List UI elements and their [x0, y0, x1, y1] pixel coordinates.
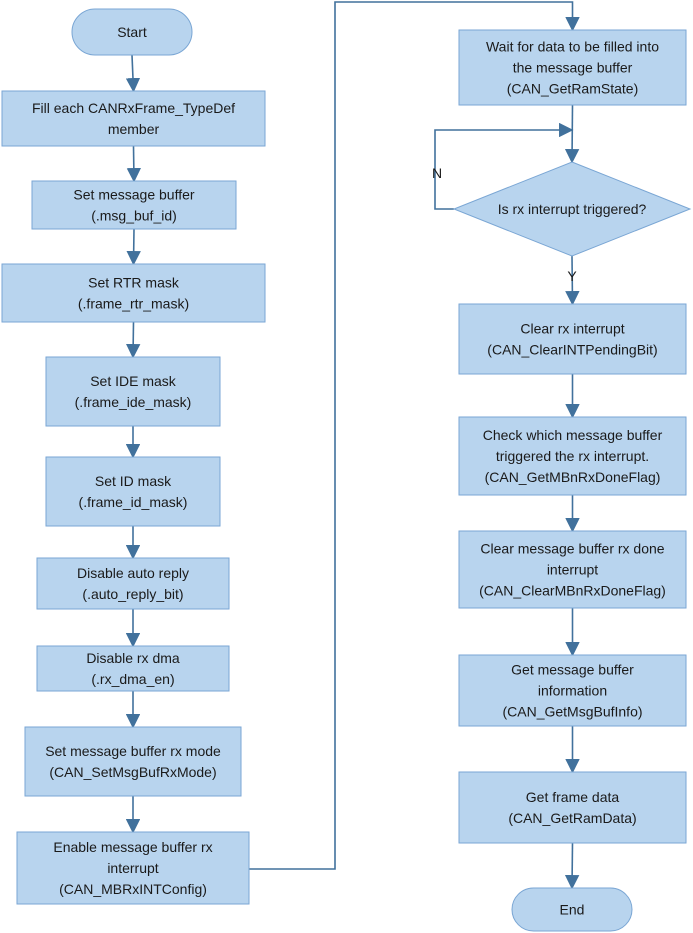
node-label: (CAN_GetRamData)	[508, 810, 636, 826]
terminal-shape	[511, 887, 633, 932]
node-rx-int-decision: Is rx interrupt triggered?	[452, 161, 692, 257]
edge-rx-int-decision-to-rx-int-decision	[434, 122, 574, 210]
node-label: information	[538, 683, 607, 699]
node-label: (CAN_GetMsgBufInfo)	[502, 704, 642, 720]
node-label: (.frame_ide_mask)	[75, 394, 192, 410]
node-label: triggered the rx interrupt.	[496, 448, 649, 464]
node-label: Disable auto reply	[77, 565, 189, 581]
node-label: Wait for data to be filled into	[486, 39, 659, 55]
node-label: (.frame_id_mask)	[79, 494, 188, 510]
node-wait-data: Wait for data to be filled into the messa…	[458, 29, 687, 106]
process-shape	[458, 303, 687, 375]
node-set-msg-buf: Set message buffer (.msg_buf_id)	[31, 180, 237, 230]
process-shape	[16, 831, 250, 905]
edge-set-rtr-mask-to-set-ide-mask	[125, 321, 141, 359]
edges-layer: NY	[125, 1, 580, 890]
node-label: the message buffer	[513, 60, 633, 76]
process-shape	[45, 356, 221, 427]
node-label: Start	[117, 24, 147, 40]
decision-shape	[452, 161, 692, 257]
node-label: (.rx_dma_en)	[91, 671, 174, 687]
node-label: Set message buffer	[73, 187, 194, 203]
node-label: Set RTR mask	[88, 275, 180, 291]
node-label: Get frame data	[526, 789, 620, 805]
node-end: End	[511, 887, 633, 932]
node-label: Disable rx dma	[86, 650, 180, 666]
node-label: Set message buffer rx mode	[45, 743, 221, 759]
edge-wait-data-to-rx-int-decision	[564, 104, 580, 164]
node-disable-auto-reply: Disable auto reply (.auto_reply_bit)	[36, 557, 230, 610]
node-label: Enable message buffer rx	[53, 839, 212, 855]
process-shape	[1, 263, 266, 323]
node-set-rx-mode: Set message buffer rx mode (CAN_SetMsgBuf…	[24, 726, 242, 797]
node-set-ide-mask: Set IDE mask (.frame_ide_mask)	[45, 356, 221, 427]
process-shape	[1, 90, 266, 147]
node-clear-done-int: Clear message buffer rx done interrupt (CA…	[458, 530, 687, 609]
process-shape	[36, 557, 230, 610]
node-get-buf-info: Get message buffer information (CAN_GetMsg…	[458, 654, 687, 727]
node-get-frame-data: Get frame data (CAN_GetRamData)	[458, 771, 687, 844]
node-label: Set IDE mask	[90, 373, 177, 389]
node-label: (.msg_buf_id)	[91, 208, 177, 224]
node-start: Start	[71, 8, 193, 56]
terminal-shape	[71, 8, 193, 56]
node-label: (CAN_GetMBnRxDoneFlag)	[485, 469, 661, 485]
node-label: member	[108, 121, 160, 137]
process-shape	[458, 29, 687, 106]
edge-enable-rx-int-to-wait-data	[249, 1, 580, 870]
node-label: Get message buffer	[511, 662, 634, 678]
node-label: interrupt	[547, 562, 598, 578]
process-shape	[458, 654, 687, 727]
node-label: (CAN_ClearINTPendingBit)	[487, 342, 657, 358]
node-label: End	[560, 902, 585, 918]
process-shape	[36, 645, 230, 692]
edge-start-to-fill-members	[125, 54, 141, 93]
process-shape	[458, 416, 687, 496]
node-label: (CAN_MBRxINTConfig)	[59, 881, 207, 897]
edge-label-Y: Y	[567, 268, 577, 284]
node-label: Set ID mask	[95, 473, 172, 489]
edge-fill-members-to-set-msg-buf	[126, 145, 142, 183]
node-label: interrupt	[107, 860, 158, 876]
node-set-rtr-mask: Set RTR mask (.frame_rtr_mask)	[1, 263, 266, 323]
node-label: Check which message buffer	[483, 427, 663, 443]
node-enable-rx-int: Enable message buffer rx interrupt (CAN_MB…	[16, 831, 250, 905]
node-disable-rx-dma: Disable rx dma (.rx_dma_en)	[36, 645, 230, 692]
edge-label-N: N	[432, 165, 442, 181]
node-label: (CAN_ClearMBnRxDoneFlag)	[479, 583, 666, 599]
node-label: Is rx interrupt triggered?	[498, 201, 647, 217]
edge-set-msg-buf-to-set-rtr-mask	[126, 228, 141, 266]
node-label: Fill each CANRxFrame_TypeDef	[32, 100, 235, 116]
node-clear-rx-int: Clear rx interrupt (CAN_ClearINTPendingBi…	[458, 303, 687, 375]
node-label: Clear rx interrupt	[520, 321, 624, 337]
process-shape	[45, 456, 221, 527]
edge-get-frame-data-to-end	[564, 842, 580, 890]
edge-rx-int-decision-to-clear-rx-int	[565, 255, 580, 306]
node-check-msg-buf: Check which message buffer triggered the …	[458, 416, 687, 496]
process-shape	[458, 530, 687, 609]
process-shape	[24, 726, 242, 797]
node-label: (.frame_rtr_mask)	[78, 296, 189, 312]
node-label: (CAN_GetRamState)	[507, 81, 638, 97]
process-shape	[458, 771, 687, 844]
node-set-id-mask: Set ID mask (.frame_id_mask)	[45, 456, 221, 527]
process-shape	[31, 180, 237, 230]
node-label: (CAN_SetMsgBufRxMode)	[49, 764, 216, 780]
node-label: (.auto_reply_bit)	[82, 586, 183, 602]
node-label: Clear message buffer rx done	[480, 541, 664, 557]
